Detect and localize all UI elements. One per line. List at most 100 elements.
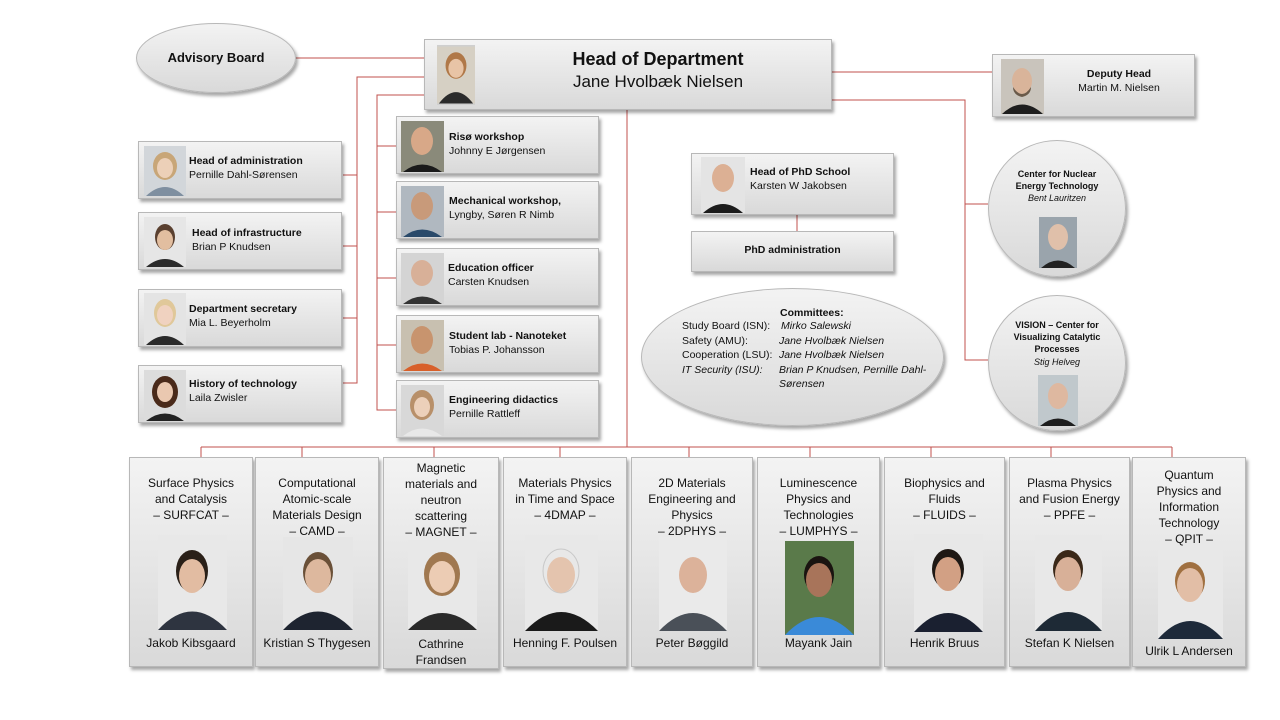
section-line: Technology xyxy=(1137,515,1241,531)
unit-photo xyxy=(401,121,444,172)
committee-value: Jane Hvolbæk Nielsen xyxy=(779,348,884,363)
section-camd[interactable]: Computational Atomic-scale Materials Des… xyxy=(255,457,379,667)
deputy-name: Martin M. Nielsen xyxy=(1048,81,1190,95)
unit-title: Risø workshop xyxy=(449,130,524,144)
section-line: Fluids xyxy=(889,491,1000,507)
section-surfcat[interactable]: Surface Physics and Catalysis – SURFCAT … xyxy=(129,457,253,667)
section-line: scattering xyxy=(388,508,494,524)
unit-title: Head of administration xyxy=(189,154,303,168)
unit-photo xyxy=(144,370,186,421)
section-leader: Jakob Kibsgaard xyxy=(134,636,248,650)
section-line: Materials Design xyxy=(260,507,374,523)
section-lumphys[interactable]: Luminescence Physics and Technologies – … xyxy=(757,457,880,667)
section-ppfe[interactable]: Plasma Physics and Fusion Energy – PPFE … xyxy=(1009,457,1130,667)
committee-label: Cooperation (LSU): xyxy=(682,348,772,363)
section-line: 2D Materials xyxy=(636,475,748,491)
unit-photo xyxy=(144,146,186,196)
section-line: Physics and xyxy=(762,491,875,507)
committees-title: Committees: xyxy=(780,306,844,320)
unit-title: Student lab - Nanoteket xyxy=(449,329,566,343)
unit-name: Mia L. Beyerholm xyxy=(189,316,271,330)
section-4dmap[interactable]: Materials Physics in Time and Space – 4D… xyxy=(503,457,627,667)
unit-department-secretary[interactable]: Department secretary Mia L. Beyerholm xyxy=(138,289,342,347)
center-vision[interactable]: VISION – Center for Visualizing Catalyti… xyxy=(988,295,1126,431)
committee-label: Safety (AMU): xyxy=(682,334,748,349)
unit-head-of-infrastructure[interactable]: Head of infrastructure Brian P Knudsen xyxy=(138,212,342,270)
section-line: in Time and Space xyxy=(508,491,622,507)
section-line: Computational xyxy=(260,475,374,491)
unit-name: Pernille Dahl-Sørensen xyxy=(189,168,298,182)
committee-value: Brian P Knudsen, Pernille Dahl- xyxy=(779,363,926,378)
section-line: materials and xyxy=(388,476,494,492)
phd-admin-label: PhD administration xyxy=(692,243,893,257)
section-line: – SURFCAT – xyxy=(134,507,248,523)
unit-head-of-administration[interactable]: Head of administration Pernille Dahl-Sør… xyxy=(138,141,342,199)
center-nuclear-energy[interactable]: Center for Nuclear Energy Technology Ben… xyxy=(988,140,1126,277)
section-line: – MAGNET – xyxy=(388,524,494,540)
head-of-department-box[interactable]: Head of Department Jane Hvolbæk Nielsen xyxy=(424,39,832,110)
advisory-board[interactable]: Advisory Board xyxy=(136,23,296,93)
section-line: Plasma Physics xyxy=(1014,475,1125,491)
section-line: Information xyxy=(1137,499,1241,515)
section-qpit[interactable]: Quantum Physics and Information Technolo… xyxy=(1132,457,1246,667)
unit-name: Brian P Knudsen xyxy=(192,240,271,254)
section-leader-photo xyxy=(283,537,353,630)
section-line: Physics xyxy=(636,507,748,523)
unit-engineering-didactics[interactable]: Engineering didactics Pernille Rattleff xyxy=(396,380,599,438)
section-leader-photo xyxy=(525,535,598,631)
center-title: Center for Nuclear Energy Technology xyxy=(1003,168,1111,192)
section-leader: Kristian S Thygesen xyxy=(260,636,374,650)
center-leader: Bent Lauritzen xyxy=(989,193,1125,203)
section-line: Technologies xyxy=(762,507,875,523)
section-2dphys[interactable]: 2D Materials Engineering and Physics – 2… xyxy=(631,457,753,667)
section-line: and Catalysis xyxy=(134,491,248,507)
committee-value-continued: Sørensen xyxy=(779,377,825,392)
unit-title: Engineering didactics xyxy=(449,393,558,407)
section-line: and Fusion Energy xyxy=(1014,491,1125,507)
unit-name: Carsten Knudsen xyxy=(448,275,529,289)
phd-school-box[interactable]: Head of PhD School Karsten W Jakobsen xyxy=(691,153,894,215)
deputy-photo xyxy=(1001,59,1044,114)
section-line: – PPFE – xyxy=(1014,507,1125,523)
section-leader-continued: Frandsen xyxy=(388,653,494,667)
head-name: Jane Hvolbæk Nielsen xyxy=(495,72,821,92)
section-leader-photo xyxy=(1035,535,1102,631)
section-magnet[interactable]: Magnetic materials and neutron scatterin… xyxy=(383,457,499,669)
unit-title: Mechanical workshop, xyxy=(449,194,561,208)
unit-student-lab[interactable]: Student lab - Nanoteket Tobias P. Johans… xyxy=(396,315,599,373)
section-fluids[interactable]: Biophysics and Fluids – FLUIDS – Henrik … xyxy=(884,457,1005,667)
unit-history-of-technology[interactable]: History of technology Laila Zwisler xyxy=(138,365,342,423)
unit-name: Laila Zwisler xyxy=(189,391,247,405)
section-line: – LUMPHYS – xyxy=(762,523,875,539)
center-title: VISION – Center for Visualizing Catalyti… xyxy=(1007,319,1107,355)
section-line: Physics and xyxy=(1137,483,1241,499)
unit-photo xyxy=(401,253,444,304)
section-line: Atomic-scale xyxy=(260,491,374,507)
unit-riso-workshop[interactable]: Risø workshop Johnny E Jørgensen xyxy=(396,116,599,174)
phd-administration-box[interactable]: PhD administration xyxy=(691,231,894,272)
unit-education-officer[interactable]: Education officer Carsten Knudsen xyxy=(396,248,599,306)
center-photo xyxy=(1038,375,1078,426)
unit-name: Pernille Rattleff xyxy=(449,407,520,421)
phd-title: Head of PhD School xyxy=(750,165,850,179)
advisory-board-label: Advisory Board xyxy=(137,50,295,65)
section-leader-photo xyxy=(914,534,983,632)
section-line: Quantum xyxy=(1137,467,1241,483)
head-title: Head of Department xyxy=(495,49,821,70)
deputy-head-box[interactable]: Deputy Head Martin M. Nielsen xyxy=(992,54,1195,117)
committee-value: Jane Hvolbæk Nielsen xyxy=(779,334,884,349)
section-line: Materials Physics xyxy=(508,475,622,491)
phd-photo xyxy=(701,157,745,213)
section-line: – FLUIDS – xyxy=(889,507,1000,523)
unit-mechanical-workshop[interactable]: Mechanical workshop, Lyngby, Søren R Nim… xyxy=(396,181,599,239)
committee-value: Mirko Salewski xyxy=(781,319,851,334)
section-leader-photo xyxy=(659,537,727,631)
section-line: Luminescence xyxy=(762,475,875,491)
section-leader-photo xyxy=(785,541,854,635)
head-photo xyxy=(437,45,475,105)
committees-ellipse[interactable]: Committees: Study Board (ISN): Mirko Sal… xyxy=(641,288,944,426)
unit-title: Education officer xyxy=(448,261,534,275)
committee-label: IT Security (ISU): xyxy=(682,363,763,378)
section-leader-photo xyxy=(158,535,227,630)
unit-photo xyxy=(401,385,444,436)
